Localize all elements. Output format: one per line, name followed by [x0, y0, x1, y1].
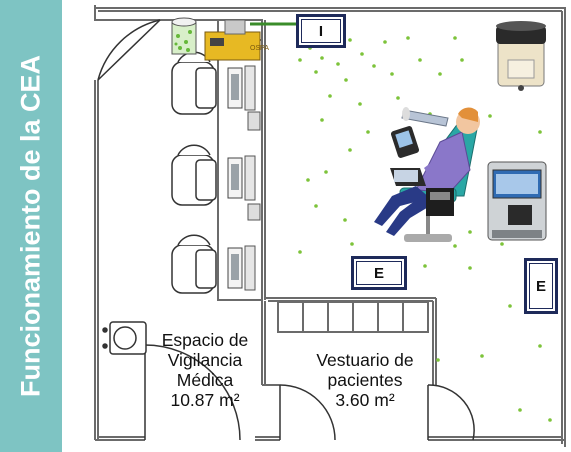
- medical-room-line1: Espacio de: [161, 330, 249, 350]
- chairs: [171, 51, 217, 294]
- monitor: [227, 245, 256, 291]
- monitor: [227, 65, 261, 131]
- exhaust-marker-right: E: [524, 258, 558, 314]
- locker-room-line2: pacientes: [327, 370, 403, 390]
- monitor-stations: [227, 65, 261, 291]
- cylinder-sampler-icon: [496, 21, 546, 91]
- particles: [296, 36, 552, 422]
- medical-room-area: 10.87 m²: [170, 390, 240, 410]
- side-band: Funcionamiento de la CEA: [0, 0, 62, 452]
- sink: [102, 321, 147, 355]
- medical-room-line2: Vigilancia: [167, 350, 243, 370]
- patient-figure: [374, 107, 480, 242]
- doors: [97, 19, 475, 441]
- walls: [94, 5, 566, 447]
- locker-room-line1: Vestuario de: [316, 350, 414, 370]
- inlet-marker: I: [296, 14, 346, 48]
- air-sampler-icon: OSPA: [204, 19, 269, 61]
- medical-room-line3: Médica: [176, 370, 234, 390]
- monitor: [227, 155, 261, 221]
- device-label: OSPA: [250, 45, 269, 52]
- locker-room-area: 3.60 m²: [335, 390, 395, 410]
- particle-counter-icon: [487, 161, 547, 241]
- chair: [171, 234, 217, 294]
- bin-icon: [171, 17, 197, 55]
- locker-room-label: Vestuario de pacientes 3.60 m²: [300, 350, 430, 410]
- chair: [171, 144, 217, 206]
- medical-room-label: Espacio de Vigilancia Médica 10.87 m²: [150, 330, 260, 410]
- chair: [171, 51, 217, 115]
- exhaust-marker-center: E: [351, 256, 407, 290]
